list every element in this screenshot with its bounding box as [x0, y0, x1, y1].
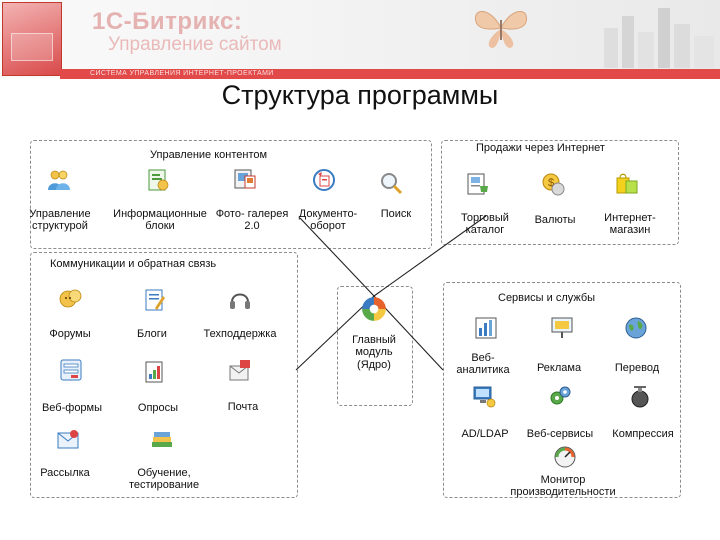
brand-strip-text: СИСТЕМА УПРАВЛЕНИЯ ИНТЕРНЕТ-ПРОЕКТАМИ: [90, 70, 274, 77]
group-content-management: [30, 140, 432, 249]
group-core-module: [337, 286, 413, 406]
label-learning-testing: Обучение, тестирование: [128, 467, 200, 492]
infoblock-icon[interactable]: [146, 168, 170, 192]
city-skyline-image: [604, 8, 714, 68]
label-infoblocks: Информационные блоки: [113, 208, 207, 233]
newsletter-icon[interactable]: [56, 428, 80, 452]
label-compression: Компрессия: [612, 428, 674, 440]
translation-globe-icon[interactable]: [624, 316, 648, 340]
label-search: Поиск: [380, 208, 412, 220]
ldap-icon[interactable]: [472, 384, 496, 408]
users-icon[interactable]: [47, 168, 71, 192]
label-web-forms: Веб-формы: [41, 402, 103, 414]
label-translation: Перевод: [614, 362, 660, 374]
label-newsletter: Рассылка: [40, 467, 90, 479]
photo-gallery-icon[interactable]: [233, 167, 257, 191]
core-module-icon[interactable]: [361, 296, 387, 322]
label-ad-ldap: AD/LDAP: [461, 428, 509, 440]
label-tech-support: Техподдержка: [203, 328, 277, 340]
web-services-icon[interactable]: [548, 384, 572, 408]
poll-icon[interactable]: [143, 360, 167, 384]
label-performance-monitor: Монитор производительности: [510, 474, 616, 499]
mail-icon[interactable]: [228, 358, 252, 382]
page-title: Структура программы: [221, 80, 499, 110]
group-title-services: Сервисы и службы: [498, 292, 596, 304]
learning-icon[interactable]: [150, 428, 174, 452]
document-flow-icon[interactable]: [312, 168, 336, 192]
group-communications: [30, 252, 298, 498]
compression-icon[interactable]: [628, 384, 652, 408]
label-internet-shop: Интернет- магазин: [604, 212, 656, 237]
group-title-sales: Продажи через Интернет: [476, 142, 605, 154]
analytics-icon[interactable]: [474, 316, 498, 340]
performance-monitor-icon[interactable]: [553, 444, 577, 468]
label-web-services: Веб-сервисы: [526, 428, 594, 440]
group-services: [443, 282, 681, 498]
label-structure-management: Управление структурой: [29, 208, 91, 233]
header-banner: 1С-Битрикс: Управление сайтом СИСТЕМА УП…: [0, 0, 720, 79]
label-core-module: Главный модуль (Ядро): [352, 334, 396, 371]
butterfly-image: [474, 11, 528, 48]
label-forums: Форумы: [49, 328, 91, 340]
blog-icon[interactable]: [143, 288, 167, 312]
search-icon[interactable]: [379, 171, 403, 195]
web-form-icon[interactable]: [59, 358, 83, 382]
label-document-flow: Документо- оборот: [298, 208, 358, 233]
label-advertising: Реклама: [536, 362, 582, 374]
headset-icon[interactable]: [228, 288, 252, 312]
catalog-icon[interactable]: [466, 172, 490, 196]
forum-icon[interactable]: [59, 287, 83, 311]
group-title-communications: Коммуникации и обратная связь: [50, 258, 217, 270]
svg-text:$: $: [548, 177, 554, 189]
shopping-bags-icon[interactable]: [615, 171, 639, 195]
banner-strip: СИСТЕМА УПРАВЛЕНИЯ ИНТЕРНЕТ-ПРОЕКТАМИ: [60, 69, 720, 79]
label-polls: Опросы: [137, 402, 179, 414]
group-internet-sales: [441, 140, 679, 245]
label-web-analytics: Веб- аналитика: [456, 352, 510, 377]
brand-title: 1С-Битрикс:: [92, 8, 243, 35]
label-currencies: Валюты: [534, 214, 576, 226]
advertising-icon[interactable]: [550, 316, 574, 340]
currency-icon[interactable]: $: [541, 172, 565, 196]
group-title-content: Управление контентом: [150, 149, 268, 161]
label-photo-gallery: Фото- галерея 2.0: [215, 208, 289, 233]
label-mail: Почта: [227, 401, 259, 413]
brand-subtitle: Управление сайтом: [108, 34, 282, 55]
product-box-image: [2, 2, 62, 76]
label-trade-catalog: Торговый каталог: [461, 212, 509, 237]
label-blogs: Блоги: [137, 328, 167, 340]
